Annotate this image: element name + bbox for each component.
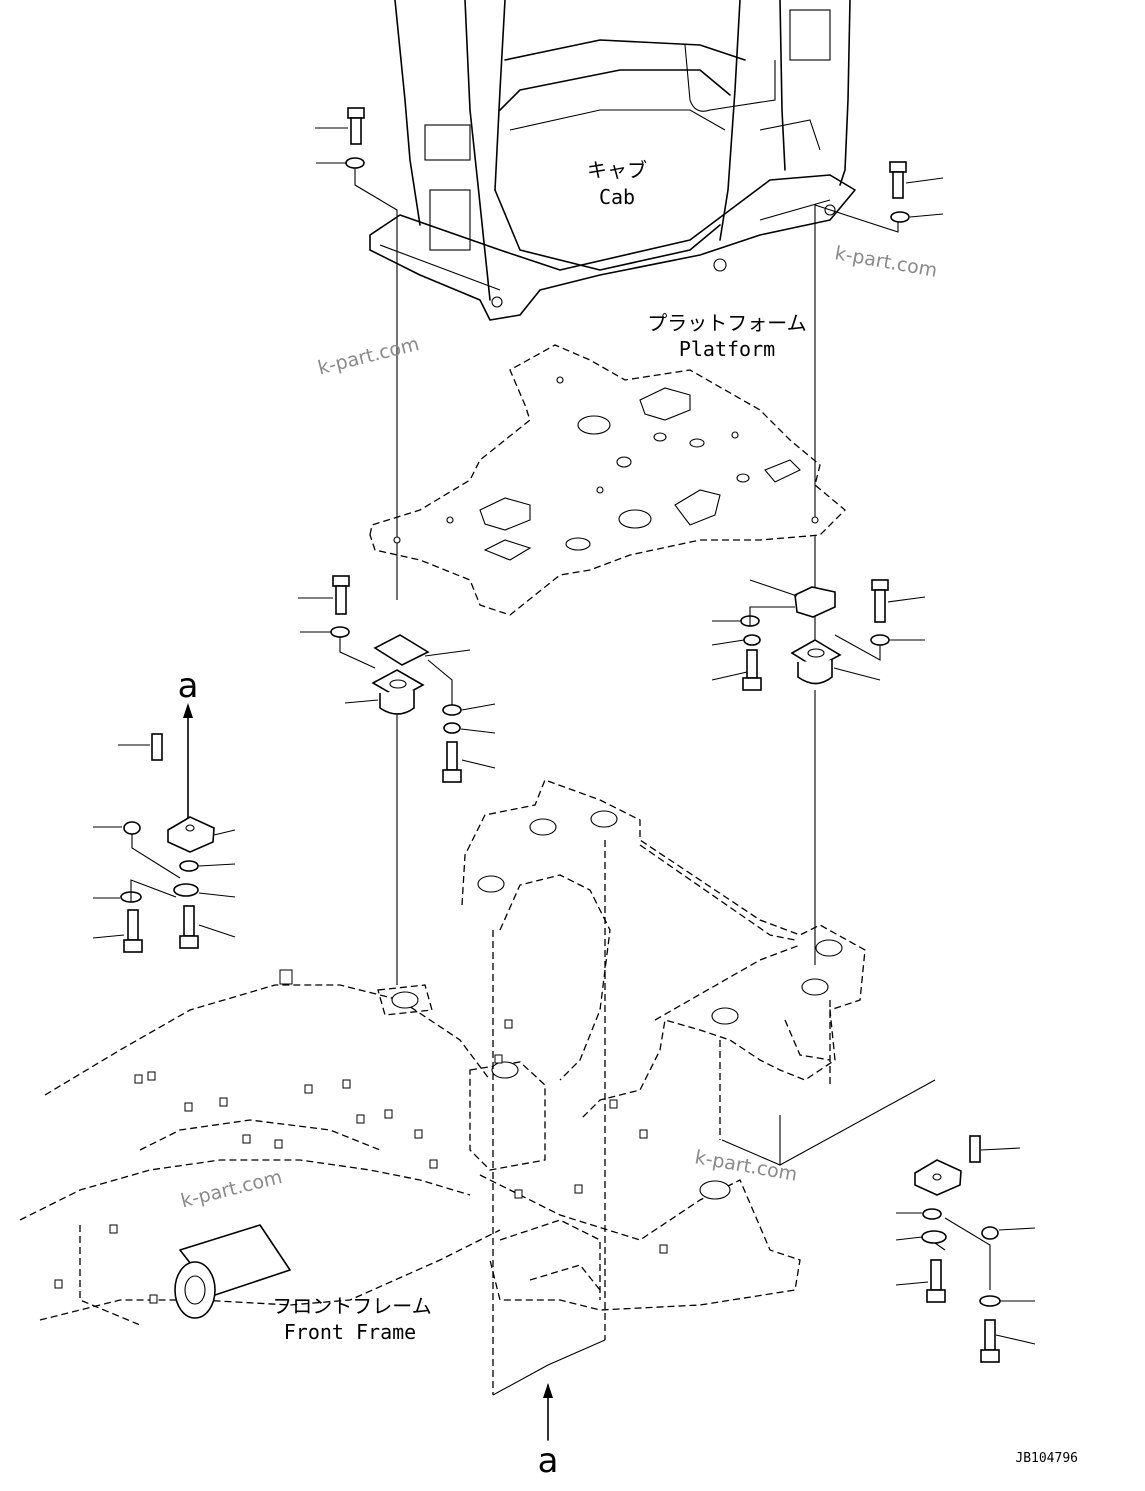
cab-bolt-right (889, 161, 944, 223)
front-frame-label-en: Front Frame (284, 1320, 416, 1344)
watermark-1: k-part.com (316, 333, 422, 379)
watermark-4: k-part.com (179, 1166, 285, 1212)
cab-label-en: Cab (599, 185, 635, 209)
cab-assembly (369, 0, 856, 321)
front-frame-label-jp: フロントフレーム (272, 1294, 431, 1318)
right-small-stack (895, 1135, 1036, 1363)
view-marker-bottom: a (538, 1441, 559, 1481)
platform-label-en: Platform (679, 337, 775, 361)
platform-label-jp: プラットフォーム (647, 311, 806, 335)
cab-bolt-left (315, 107, 365, 169)
watermark-2: k-part.com (833, 242, 939, 282)
left-mount-stack (298, 575, 496, 783)
view-marker-bottom-group: a (538, 1383, 559, 1481)
cab-label-jp: キャブ (587, 158, 647, 182)
left-small-stack: a (92, 666, 236, 953)
right-mount-stack (711, 579, 926, 691)
view-marker-top: a (178, 666, 199, 706)
platform-plate (369, 344, 846, 616)
front-frame (19, 779, 866, 1395)
drawing-code: JB104796 (1015, 1451, 1078, 1466)
watermark-3: k-part.com (693, 1146, 799, 1186)
